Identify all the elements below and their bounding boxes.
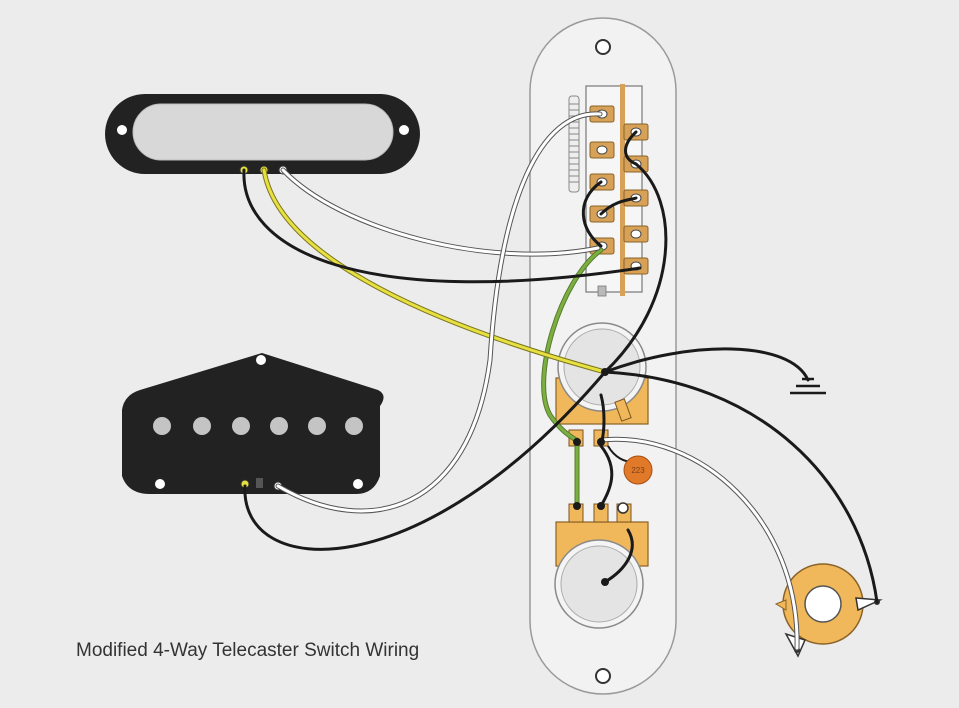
diagram-caption: Modified 4-Way Telecaster Switch Wiring: [76, 640, 420, 661]
bridge-mount-hole-right: [353, 479, 363, 489]
capacitor-label: 223: [631, 466, 645, 475]
bridge-mount-hole-top: [256, 355, 266, 365]
tone-pot: [554, 502, 649, 629]
plate-screw-hole-top: [595, 39, 611, 55]
output-jack: [774, 563, 883, 658]
bridge-pole-pieces: [153, 417, 363, 435]
tone-capacitor: 223: [607, 445, 653, 485]
switch-spring: [568, 95, 580, 193]
bridge-mount-hole-left: [155, 479, 165, 489]
neck-pickup: [105, 94, 420, 175]
neck-mount-hole-left: [117, 125, 127, 135]
solder-points: [573, 368, 609, 586]
neck-mount-hole-right: [399, 125, 409, 135]
wires: [242, 111, 879, 651]
plate-screw-hole-bottom: [595, 668, 611, 684]
bridge-pickup: [122, 353, 384, 494]
